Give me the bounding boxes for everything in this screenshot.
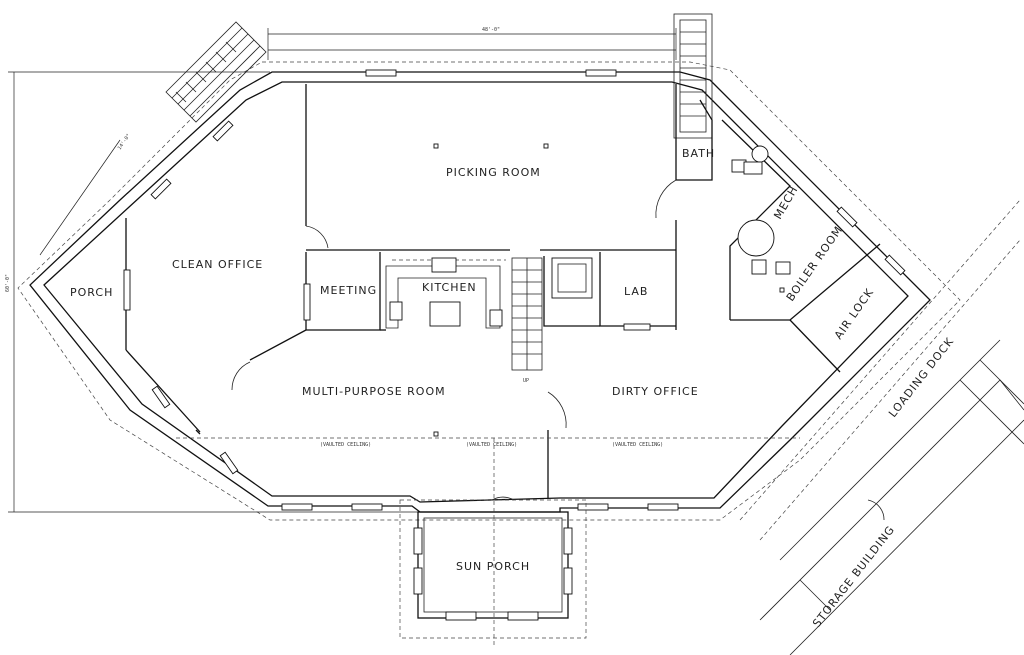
doors [231, 179, 885, 521]
label-kitchen: KITCHEN [422, 281, 477, 294]
label-storage-building: STORAGE BUILDING [810, 523, 897, 630]
label-air-lock: AIR LOCK [832, 286, 877, 342]
vaulted-note-2: (VAULTED CEILING) [466, 442, 517, 448]
interior-walls [125, 84, 881, 498]
label-dirty-office: DIRTY OFFICE [612, 385, 699, 398]
bath-fixtures [731, 145, 769, 175]
windows [123, 69, 906, 511]
label-clean-office: CLEAN OFFICE [172, 258, 263, 271]
label-lab: LAB [624, 285, 648, 298]
label-porch: PORCH [70, 286, 113, 299]
label-sun-porch: SUN PORCH [456, 560, 530, 573]
label-picking-room: PICKING ROOM [446, 166, 541, 179]
left-height-dim: 60'-0" [5, 274, 11, 292]
room-labels: PICKING ROOM CLEAN OFFICE PORCH MEETING … [70, 147, 957, 630]
lab-sink [551, 257, 593, 299]
exterior-stair [165, 21, 267, 123]
label-loading-dock: LOADING DOCK [886, 335, 956, 420]
loading-dock-area [739, 199, 1024, 655]
sun-porch [399, 438, 587, 646]
label-boiler-room: BOILER ROOM [784, 223, 846, 303]
top-width-dim: 48'-0" [482, 27, 500, 33]
boiler-fixtures [737, 219, 791, 275]
vaulted-ceiling-notes: (VAULTED CEILING) (VAULTED CEILING) (VAU… [320, 442, 663, 448]
interior-stair: UP [511, 257, 543, 384]
label-multi-purpose-room: MULTI-PURPOSE ROOM [302, 385, 446, 398]
vaulted-note-1: (VAULTED CEILING) [320, 442, 371, 448]
vaulted-note-3: (VAULTED CEILING) [612, 442, 663, 448]
fixture-markers [433, 143, 785, 437]
building-outline [17, 61, 961, 521]
stair-up-note: UP [523, 378, 529, 384]
label-bath: BATH [682, 147, 715, 160]
kitchen-counters [385, 257, 506, 329]
label-meeting: MEETING [320, 284, 377, 297]
stair-tower [673, 13, 713, 139]
dimension-lines: 48'-0" 60'-0" 14'-0" [5, 27, 677, 513]
